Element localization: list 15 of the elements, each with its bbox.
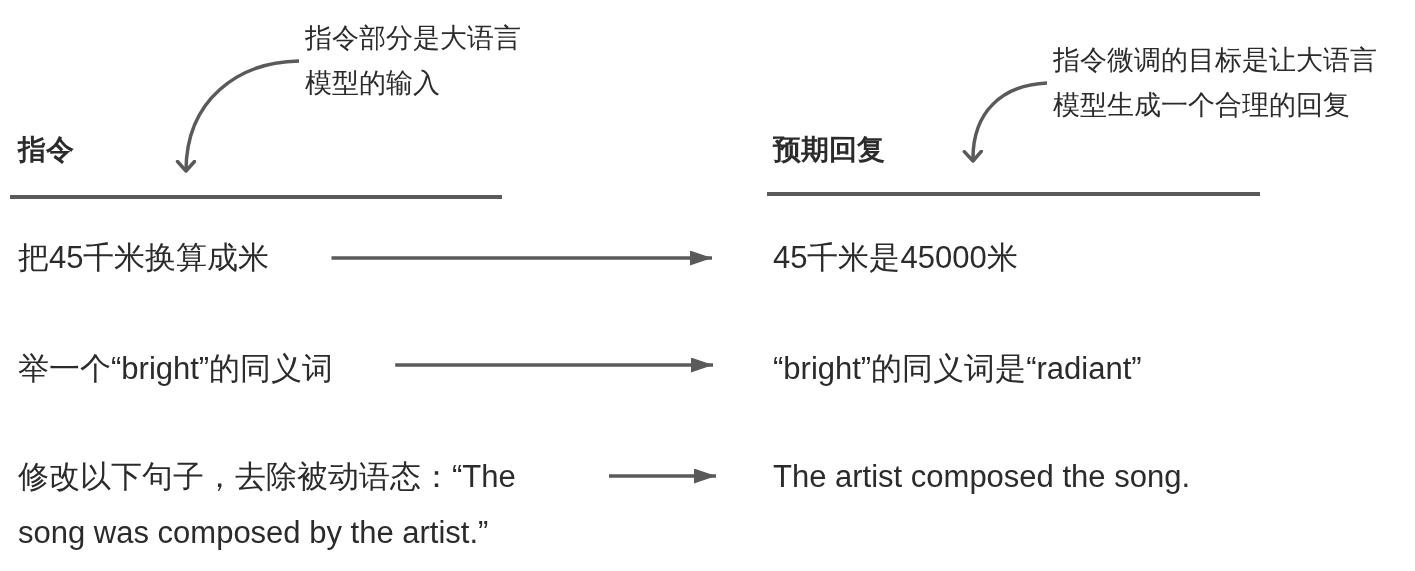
- leader-arrow: [963, 81, 1048, 163]
- column-heading: 指令: [18, 133, 74, 167]
- response-text: 45千米是45000米: [712, 230, 1018, 286]
- instruction-text: 把45千米换算成米: [18, 230, 332, 286]
- response-text: “bright”的同义词是“radiant”: [713, 341, 1142, 397]
- instruction-text: 举一个“bright”的同义词: [18, 341, 396, 397]
- arrow: [331, 250, 712, 266]
- arrow: [609, 468, 716, 484]
- column-heading: 预期回复: [773, 133, 885, 167]
- response-text: The artist composed the song.: [716, 449, 1190, 505]
- leader-arrow: [176, 59, 300, 173]
- annotation-text: 指令微调的目标是让大语言模型生成一个合理的回复: [1048, 38, 1383, 128]
- annotation-text: 指令部分是大语言模型的输入: [300, 16, 530, 106]
- arrow: [395, 357, 713, 373]
- instruction-text: 修改以下句子，去除被动语态：“The song was composed by the artist.”: [18, 449, 609, 561]
